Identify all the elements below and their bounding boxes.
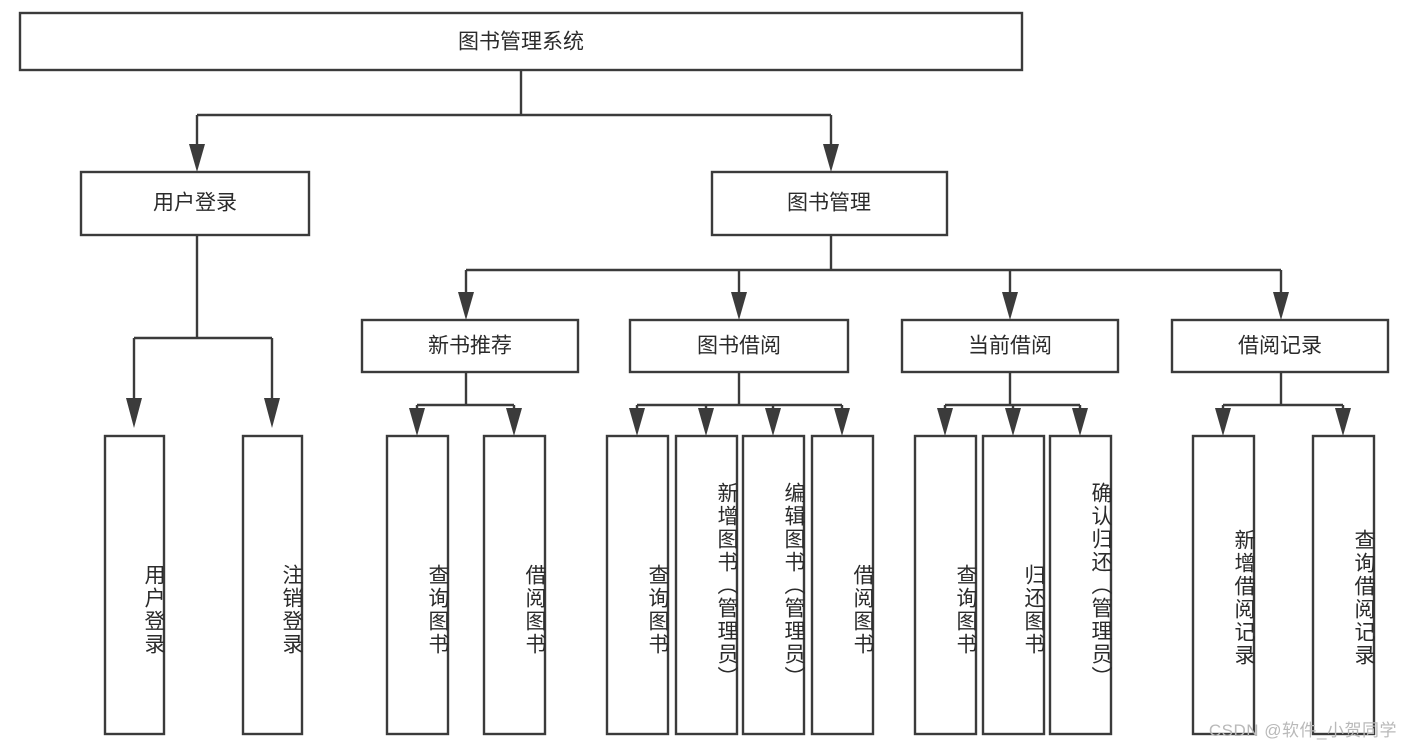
arrow-current-borrow-leaf3 [1072,408,1088,436]
arrow-borrow-record-leaf2 [1335,408,1351,436]
arrow-new-book-leaf1 [409,408,425,436]
label-book-borrow: 图书借阅 [697,335,781,358]
arrow-book-borrow-leaf2 [698,408,714,436]
label-user-login: 用户登录 [153,192,237,215]
arrow-to-user-login [189,144,205,172]
arrow-to-borrow-record [1273,292,1289,320]
connector-book-borrow-to-leaves [629,372,850,436]
node-book-manage[interactable] [710,170,949,237]
label-current-borrow: 当前借阅 [968,335,1052,358]
arrow-user-login-leaf1 [126,398,142,428]
label-borrow-record: 借阅记录 [1238,335,1322,358]
node-root[interactable] [18,11,1024,72]
arrow-user-login-leaf2 [264,398,280,428]
label-new-book-recommend: 新书推荐 [428,335,512,358]
connector-root-to-level2 [189,70,839,172]
node-leaf-add-book[interactable] [674,434,739,736]
node-leaf-add-record[interactable] [1191,434,1256,736]
arrow-book-borrow-leaf1 [629,408,645,436]
node-leaf-edit-book[interactable] [741,434,806,736]
arrow-current-borrow-leaf2 [1005,408,1021,436]
arrow-to-book-borrow [731,292,747,320]
connector-book-manage-to-level3 [458,235,1289,320]
node-leaf-borrow-book-1[interactable] [482,434,547,736]
node-new-book-recommend[interactable] [360,318,580,374]
arrow-book-borrow-leaf3 [765,408,781,436]
arrow-borrow-record-leaf1 [1215,408,1231,436]
arrow-book-borrow-leaf4 [834,408,850,436]
node-leaf-query-book-2[interactable] [605,434,670,736]
arrow-to-current-borrow [1002,292,1018,320]
label-root: 图书管理系统 [458,31,584,54]
node-leaf-query-book-1[interactable] [385,434,450,736]
node-leaf-logout[interactable] [241,434,304,736]
connector-user-login-to-leaves [126,235,280,428]
node-current-borrow[interactable] [900,318,1120,374]
node-leaf-return-book[interactable] [981,434,1046,736]
node-user-login[interactable] [79,170,311,237]
connector-new-book-to-leaves [409,372,522,436]
label-book-manage: 图书管理 [787,192,871,215]
arrow-new-book-leaf2 [506,408,522,436]
connector-current-borrow-to-leaves [937,372,1088,436]
arrow-to-new-book [458,292,474,320]
csdn-watermark: CSDN @软件_小贺同学 [1208,721,1397,740]
node-leaf-borrow-book-2[interactable] [810,434,875,736]
node-leaf-query-book-3[interactable] [913,434,978,736]
node-leaf-query-record[interactable] [1311,434,1376,736]
node-leaf-user-login[interactable] [103,434,166,736]
arrow-to-book-manage [823,144,839,172]
node-book-borrow[interactable] [628,318,850,374]
node-borrow-record[interactable] [1170,318,1390,374]
node-leaf-confirm-return[interactable] [1048,434,1113,736]
connector-borrow-record-to-leaves [1215,372,1351,436]
arrow-current-borrow-leaf1 [937,408,953,436]
